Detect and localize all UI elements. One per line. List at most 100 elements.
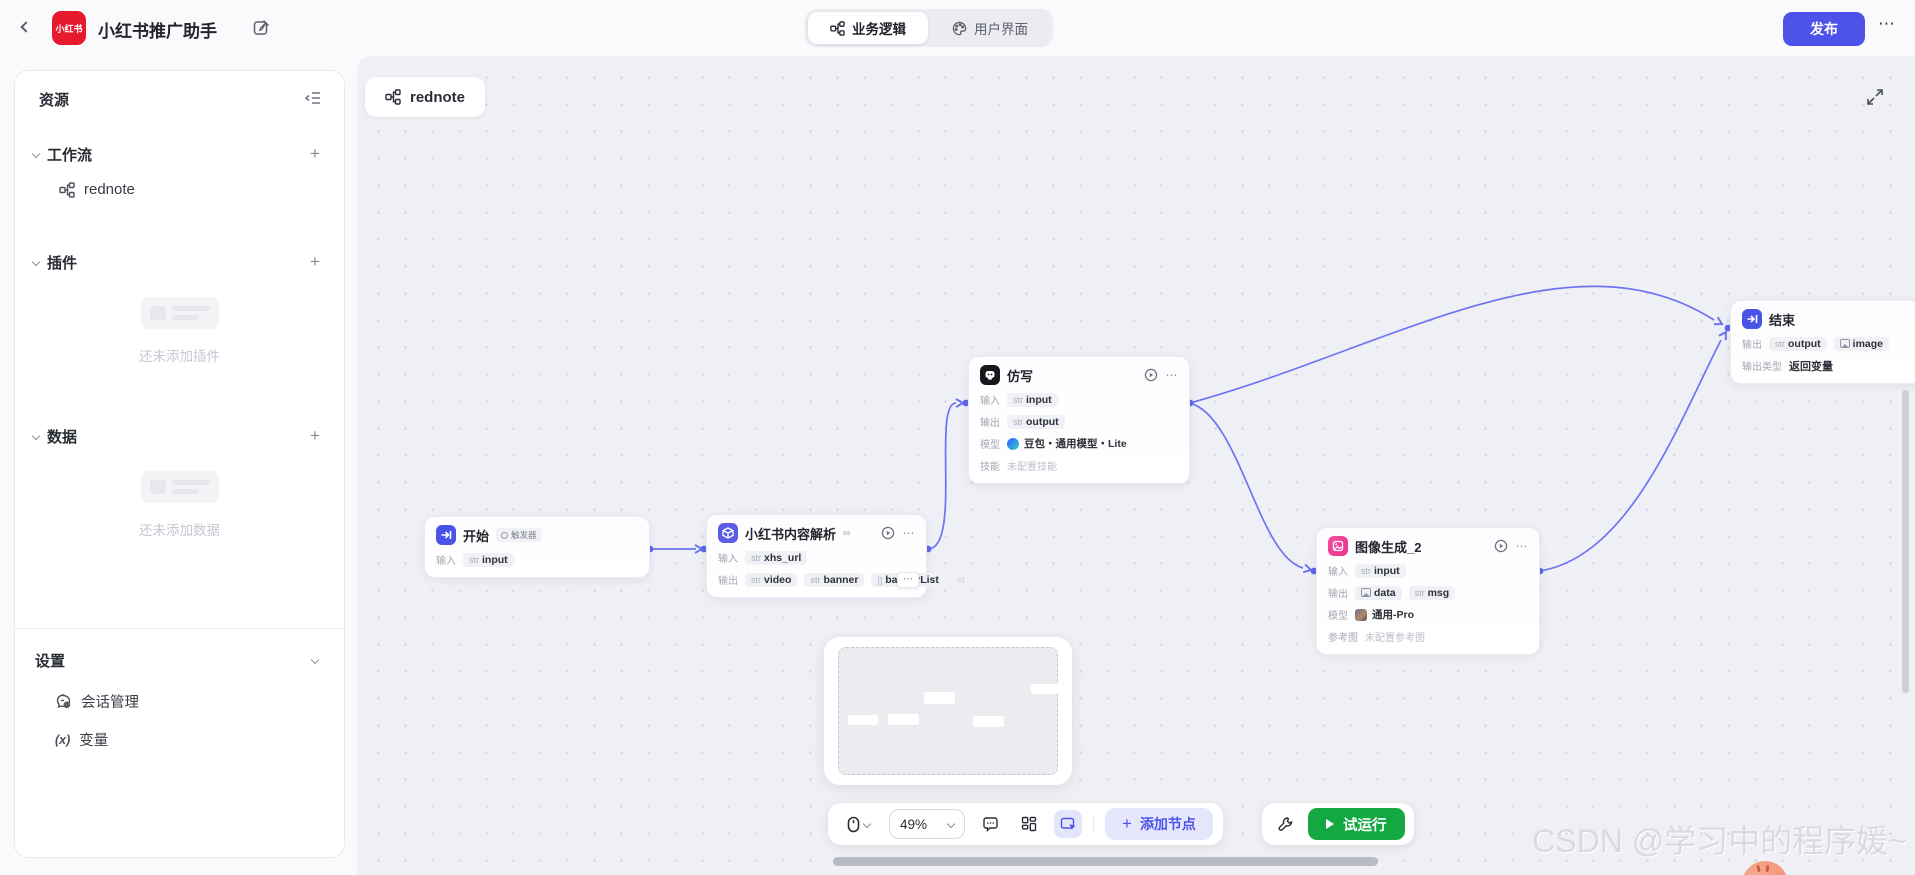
chevron-down-icon <box>31 257 41 267</box>
app-logo-text: 小红书 <box>55 23 83 34</box>
settings-collapse-toggle[interactable] <box>304 649 326 671</box>
parse-node-icon <box>718 523 738 543</box>
tab-user-interface[interactable]: 用户界面 <box>930 12 1050 44</box>
vertical-scrollbar[interactable] <box>1902 390 1909 693</box>
comment-icon <box>982 816 998 832</box>
pro-model-icon <box>1355 608 1367 621</box>
select-tool-button[interactable] <box>1054 810 1082 838</box>
image-type-icon <box>1361 588 1371 597</box>
section-label: 插件 <box>47 254 78 272</box>
back-button[interactable] <box>20 18 42 38</box>
section-data[interactable]: 数据 + <box>31 425 326 447</box>
minimap-node <box>924 692 955 704</box>
row-label: 参考图 <box>1328 633 1358 644</box>
app-logo: 小红书 <box>52 11 86 45</box>
workflow-icon <box>59 181 75 198</box>
node-more-menu[interactable]: ⋯ <box>902 526 915 540</box>
workflow-canvas[interactable] <box>357 56 1915 875</box>
toolbar-divider <box>1093 814 1094 834</box>
floating-assistant-avatar[interactable] <box>1742 861 1788 875</box>
expand-canvas-button[interactable] <box>1864 86 1886 108</box>
variables-label: 变量 <box>79 733 109 749</box>
row-label: 输出 <box>980 418 1000 429</box>
minimap-viewport <box>838 647 1061 775</box>
tab-user-interface-label: 用户界面 <box>974 22 1028 37</box>
sidebar-item-session-management[interactable]: 会话管理 <box>55 691 139 712</box>
test-run-button[interactable]: 试运行 <box>1308 808 1405 840</box>
sidebar-title: 资源 <box>39 92 70 109</box>
collapse-sidebar-icon[interactable] <box>304 89 322 107</box>
node-more-menu[interactable]: ⋯ <box>1515 539 1528 553</box>
run-node-icon[interactable] <box>1494 539 1508 553</box>
start-node-icon <box>436 525 456 545</box>
minimap-node <box>888 714 919 725</box>
param-tag: image <box>1833 336 1890 351</box>
section-settings[interactable]: 设置 <box>33 649 326 671</box>
row-label: 技能 <box>980 462 1000 473</box>
comment-tool-button[interactable] <box>976 810 1004 838</box>
session-chat-icon <box>56 694 71 709</box>
canvas-minimap[interactable] <box>824 637 1072 785</box>
add-workflow-button[interactable]: + <box>310 144 320 163</box>
sidebar-item-rednote[interactable]: rednote <box>59 181 135 198</box>
tab-business-logic[interactable]: 业务逻辑 <box>808 12 928 44</box>
interaction-mode-button[interactable] <box>838 810 878 838</box>
row-label: 输入 <box>436 556 456 567</box>
tab-business-logic-label: 业务逻辑 <box>852 22 906 37</box>
auto-layout-button[interactable] <box>1015 810 1043 838</box>
session-management-label: 会话管理 <box>81 695 139 711</box>
edit-title-icon[interactable] <box>253 19 270 36</box>
row-label: 模型 <box>980 440 1000 451</box>
header-more-menu[interactable]: ⋯ <box>1878 14 1896 33</box>
plus-icon: + <box>1122 814 1132 833</box>
node-title: 小红书内容解析 <box>745 526 837 542</box>
node-title: 开始 <box>463 528 490 544</box>
param-tag: strco <box>951 572 964 587</box>
data-empty-placeholder <box>140 471 219 503</box>
row-label: 输出 <box>1328 589 1348 600</box>
app-header: 小红书 小红书推广助手 业务逻辑 用户界面 发布 ⋯ <box>0 0 1915 56</box>
sidebar-divider <box>15 628 344 629</box>
run-node-icon[interactable] <box>881 526 895 540</box>
node-more-menu[interactable]: ⋯ <box>1165 368 1178 382</box>
add-plugin-button[interactable]: + <box>310 252 320 271</box>
back-chevron-icon <box>20 21 32 33</box>
section-plugins[interactable]: 插件 + <box>31 251 326 273</box>
publish-button[interactable]: 发布 <box>1783 12 1865 46</box>
placeholder-thumb <box>149 480 166 494</box>
node-title: 图像生成_2 <box>1355 539 1422 555</box>
zoom-level-value: 49% <box>900 816 928 832</box>
resource-sidebar: 资源 工作流 + rednote 插件 + 还未添加插件 数据 + 还未添加数据… <box>14 70 345 858</box>
debug-tools-button[interactable] <box>1271 810 1299 838</box>
horizontal-scrollbar[interactable] <box>833 857 1378 866</box>
add-node-button[interactable]: + 添加节点 <box>1105 808 1213 840</box>
section-workflow[interactable]: 工作流 + <box>31 143 326 165</box>
run-node-icon[interactable] <box>1144 368 1158 382</box>
canvas-workflow-tab[interactable]: rednote <box>365 77 486 117</box>
section-label: 设置 <box>35 652 66 670</box>
chevron-down-icon <box>31 149 41 159</box>
chevron-down-icon <box>310 655 320 665</box>
chevron-down-icon <box>946 819 956 829</box>
workflow-item-label: rednote <box>84 181 135 198</box>
zoom-level-select[interactable]: 49% <box>889 809 965 839</box>
canvas-toolbar: 49% + 添加节点 <box>828 803 1223 845</box>
play-icon <box>1326 819 1334 829</box>
run-toolbar: 试运行 <box>1262 803 1414 845</box>
sidebar-item-variables[interactable]: (x) 变量 <box>55 729 108 750</box>
placeholder-lines <box>171 306 210 320</box>
add-data-button[interactable]: + <box>310 426 320 445</box>
array-type-icon: [] <box>877 574 883 585</box>
tags-overflow-button[interactable]: ⋯ <box>897 572 919 588</box>
view-tabbar: 业务逻辑 用户界面 <box>805 9 1053 47</box>
doubao-model-icon <box>1007 437 1019 450</box>
